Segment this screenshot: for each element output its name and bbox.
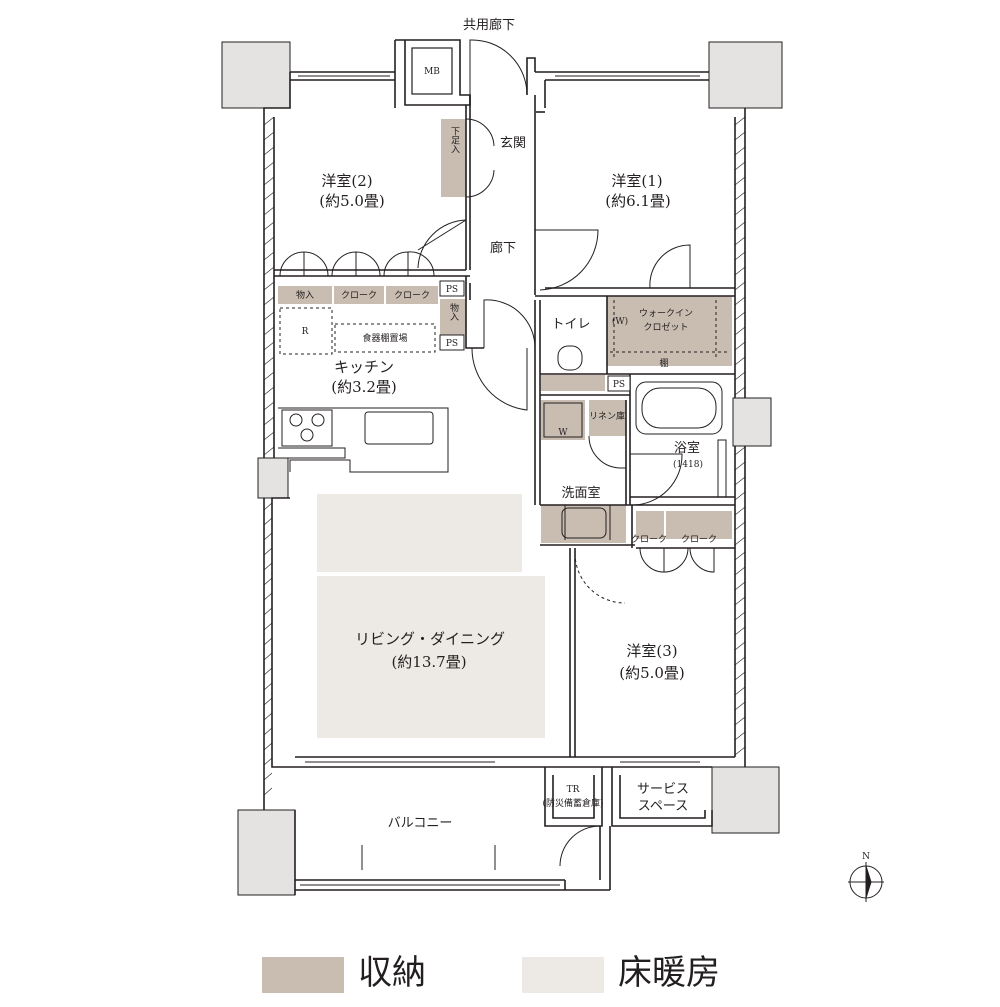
ps-label-1: PS: [446, 285, 458, 295]
tr-line1: TR: [567, 785, 580, 795]
floor-heating-zone-upper: [317, 494, 522, 572]
service-line2: スペース: [638, 799, 688, 814]
closet-d-label: クローク: [681, 534, 717, 545]
walkin-w-label: (W): [612, 316, 628, 327]
room1-name: 洋室(1): [611, 172, 662, 190]
cupboard-label: 食器棚置場: [362, 332, 407, 344]
common-corridor-label: 共用廊下: [463, 17, 515, 33]
closet-b-label: クローク: [394, 290, 430, 301]
storage-zones: [278, 119, 732, 543]
floor-heating-zone-main: [317, 576, 545, 738]
fixtures: [278, 280, 730, 539]
kitchen-size: (約3.2畳): [331, 378, 397, 396]
shoe-box-label: 下足入: [449, 127, 460, 154]
room1-size: (約6.1畳): [605, 192, 671, 210]
hall-label: 廊下: [490, 240, 516, 256]
tr-line2: (防災備蓄倉庫): [542, 797, 603, 809]
legend-swatch-floor-heating: [522, 957, 604, 993]
structural-columns: [221, 41, 783, 896]
walkin-line2: クロゼット: [643, 321, 688, 333]
north-arrow: [848, 862, 884, 902]
entrance-label: 玄関: [500, 136, 526, 151]
room2-name: 洋室(2): [321, 172, 372, 190]
storage-b-label: 物入: [448, 302, 459, 321]
doors: [279, 39, 715, 870]
living-size: (約13.7畳): [391, 653, 466, 671]
legend-label-floor-heating: 床暖房: [618, 953, 720, 993]
walkin-shelf-label: 棚: [659, 357, 668, 369]
closet-a-label: クローク: [341, 290, 377, 301]
window-hatching: [263, 116, 746, 796]
kitchen-name: キッチン: [334, 358, 394, 376]
fridge-label: R: [302, 327, 309, 337]
ps-label-3: PS: [613, 380, 625, 390]
washer-label: W: [558, 428, 568, 438]
bath-size: (1418): [673, 459, 703, 470]
room2-size: (約5.0畳): [319, 192, 385, 210]
mb-label: MB: [424, 67, 440, 77]
legend-swatch-storage: [262, 957, 344, 993]
storage-a-label: 物入: [296, 289, 314, 301]
bath-name: 浴室: [674, 440, 700, 456]
closet-c-label: クローク: [631, 534, 667, 545]
living-name: リビング・ダイニング: [355, 630, 505, 648]
window-sashes: [298, 75, 700, 886]
toilet-label: トイレ: [551, 317, 590, 332]
walkin-line1: ウォークイン: [639, 308, 693, 319]
north-label: N: [862, 852, 870, 862]
room3-name: 洋室(3): [626, 642, 677, 660]
legend-label-storage: 収納: [358, 953, 426, 993]
washroom-label: 洗面室: [561, 485, 600, 501]
service-line1: サービス: [637, 782, 689, 797]
balcony-label: バルコニー: [388, 816, 453, 831]
room3-size: (約5.0畳): [619, 664, 685, 682]
linen-label: リネン庫: [589, 410, 625, 422]
ps-label-2: PS: [446, 339, 458, 349]
